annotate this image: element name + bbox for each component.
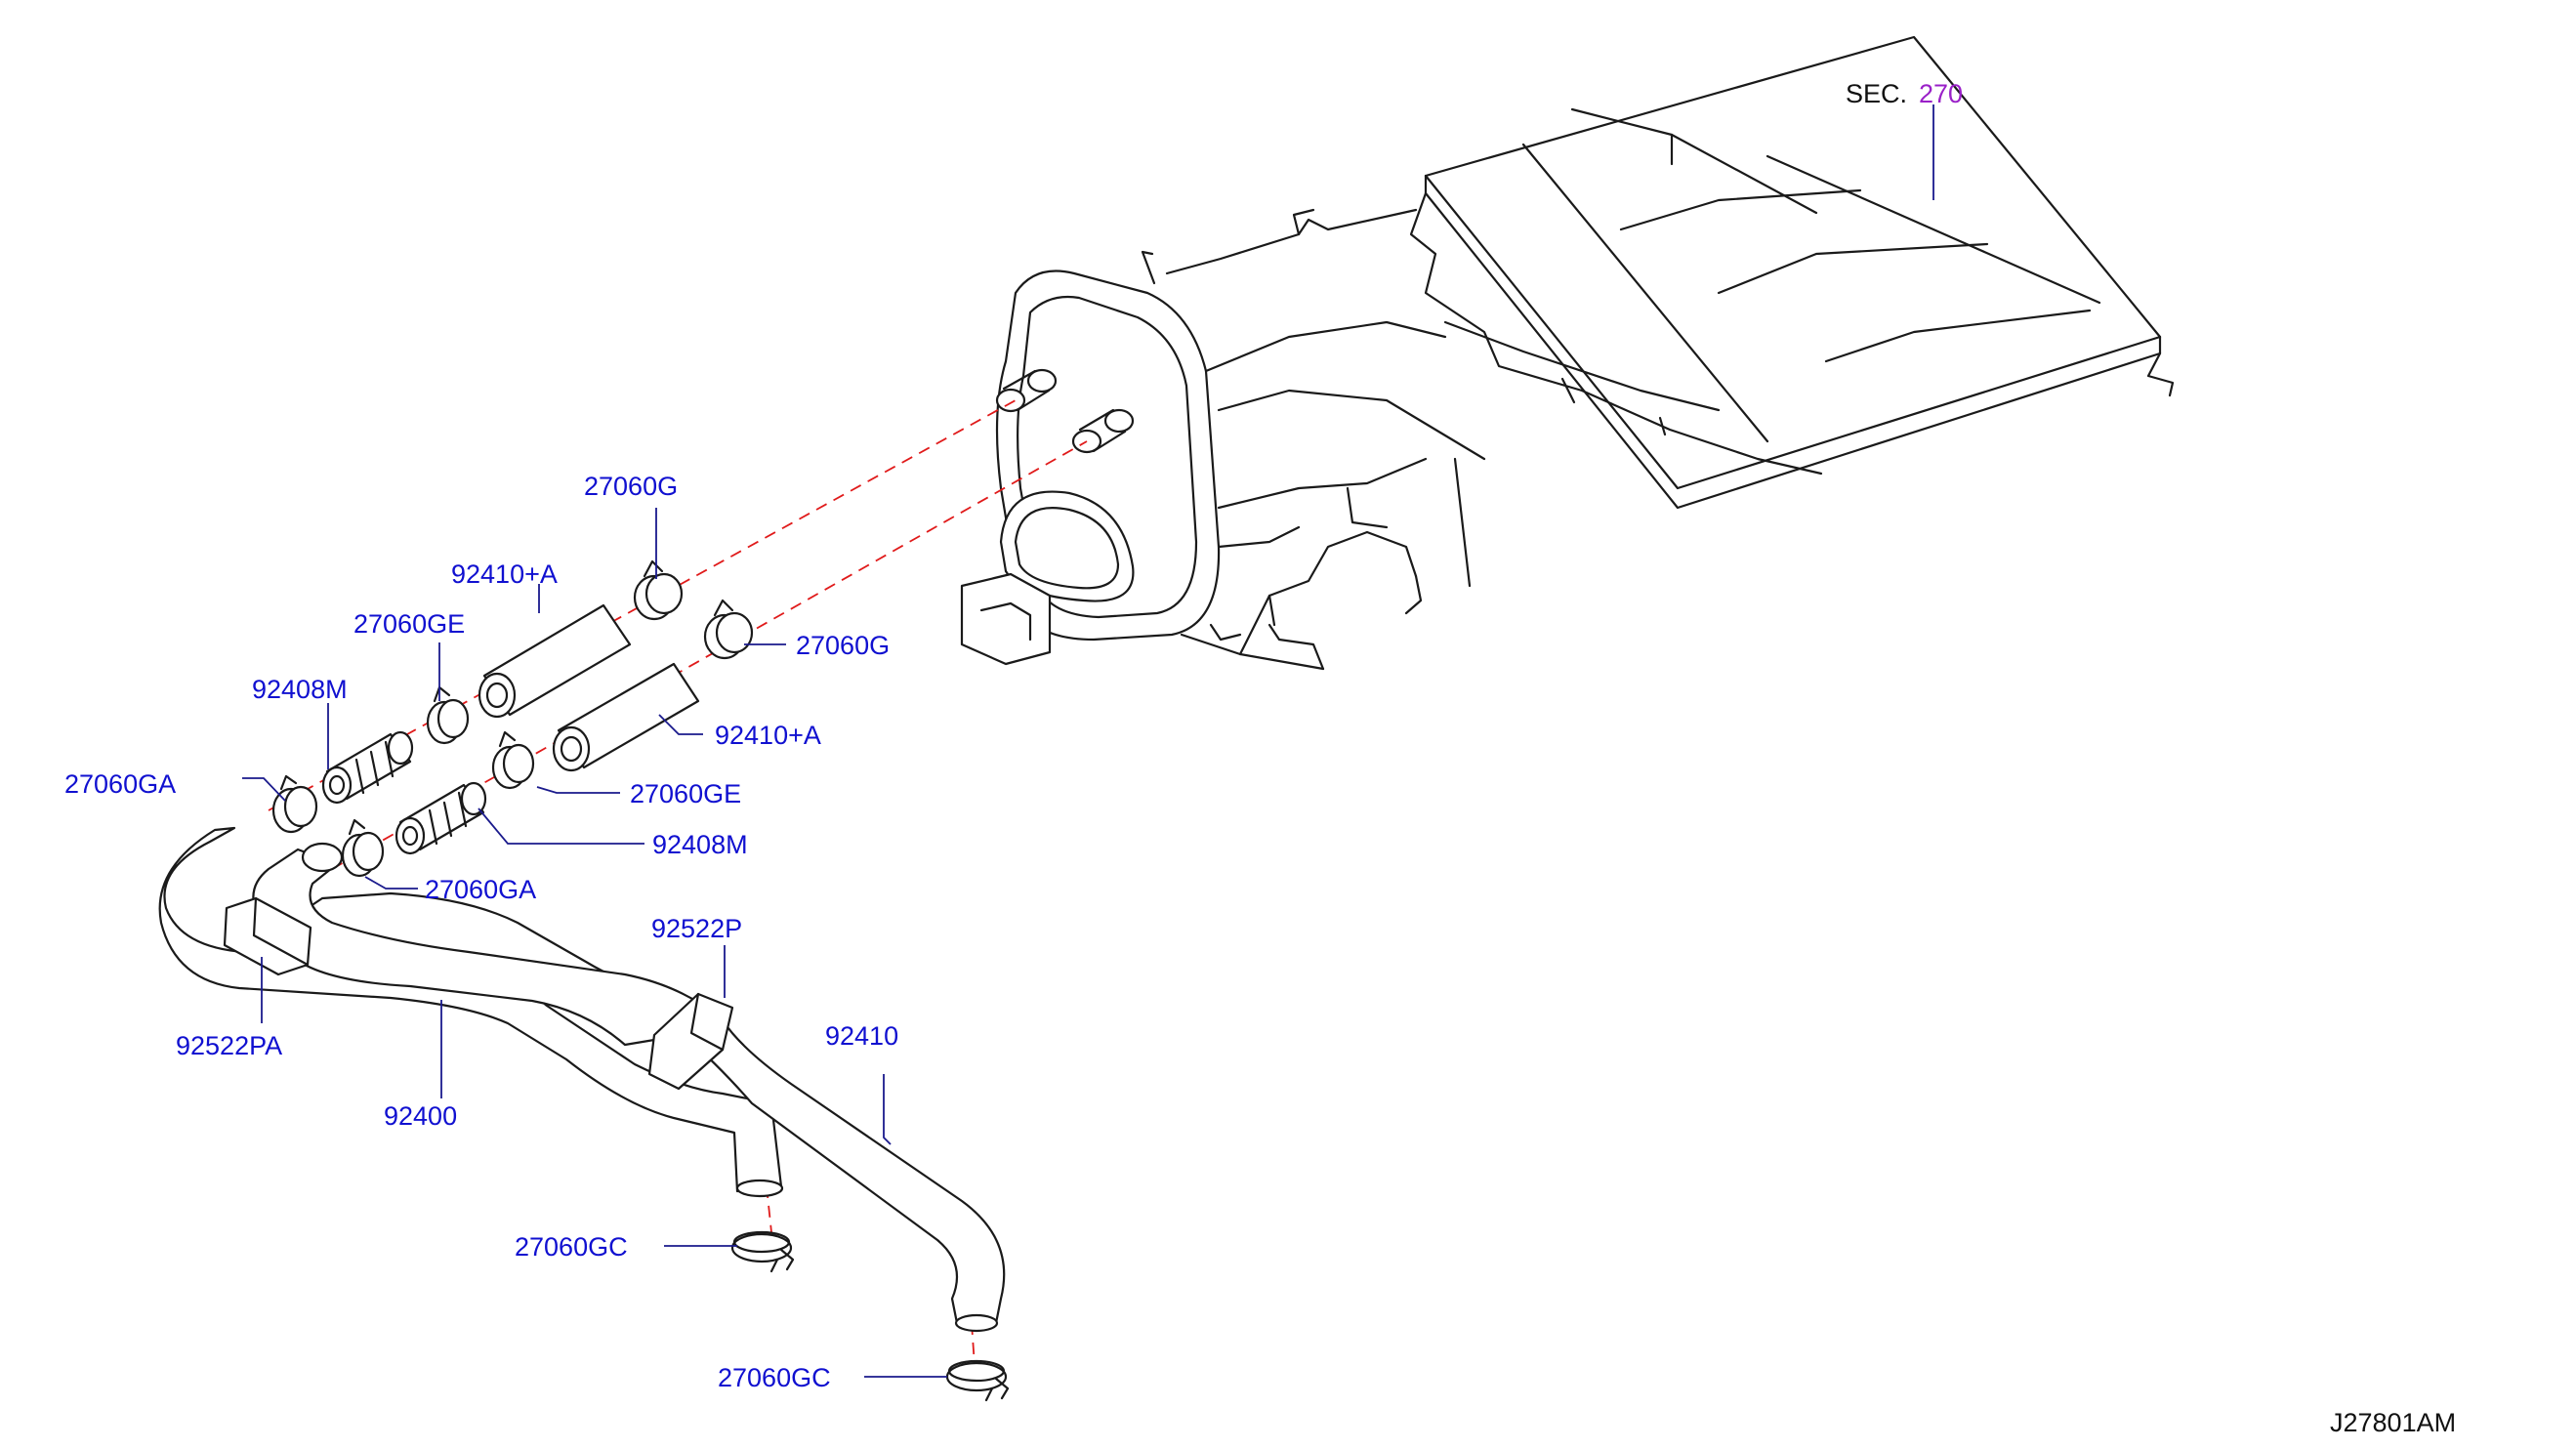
label-clip-upper-right-top[interactable]: 27060G bbox=[584, 472, 678, 501]
section-ref-link[interactable]: 270 bbox=[1919, 79, 1963, 108]
label-clamp-upper-left[interactable]: 27060GE bbox=[353, 609, 465, 639]
label-clamp-far-left-lower[interactable]: 27060GA bbox=[425, 875, 536, 904]
label-pipe-lower[interactable]: 92408M bbox=[652, 830, 748, 859]
label-pipe-upper[interactable]: 92408M bbox=[252, 675, 348, 704]
bracket-left bbox=[223, 896, 312, 976]
pipe-lower bbox=[395, 781, 487, 855]
label-bracket-left[interactable]: 92522PA bbox=[176, 1031, 282, 1060]
labels: SEC. 270 27060G 92410+A 27060GE 92408M 2… bbox=[64, 79, 2456, 1437]
hose-upper-top bbox=[478, 603, 632, 719]
clip-upper-right-lower bbox=[703, 599, 754, 660]
clamp-far-left-upper bbox=[271, 774, 318, 834]
clamp-lower-mid bbox=[491, 730, 535, 790]
label-hose-main-right[interactable]: 92410 bbox=[825, 1021, 898, 1051]
label-hose-main-left[interactable]: 92400 bbox=[384, 1101, 457, 1131]
label-bracket-right[interactable]: 92522P bbox=[651, 914, 742, 943]
label-hose-upper-top[interactable]: 92410+A bbox=[451, 559, 558, 589]
clamp-upper-left bbox=[426, 685, 470, 745]
label-clip-upper-right-lower[interactable]: 27060G bbox=[796, 631, 890, 660]
intake-manifold bbox=[960, 208, 1486, 671]
label-clamp-bottom-right[interactable]: 27060GC bbox=[718, 1363, 831, 1392]
bracket-right bbox=[647, 992, 734, 1091]
label-clamp-lower-mid[interactable]: 27060GE bbox=[630, 779, 741, 808]
hose-upper-lower bbox=[552, 662, 700, 772]
pipe-upper bbox=[321, 730, 414, 805]
air-box-assembly bbox=[1409, 35, 2175, 510]
figure-id: J27801AM bbox=[2330, 1408, 2456, 1437]
label-hose-upper-lower[interactable]: 92410+A bbox=[715, 721, 821, 750]
clamp-bottom-right bbox=[945, 1359, 1010, 1402]
section-prefix-label: SEC. bbox=[1846, 79, 1907, 108]
label-clamp-far-left-upper[interactable]: 27060GA bbox=[64, 769, 176, 799]
hose-main-right bbox=[252, 842, 1006, 1333]
label-clamp-bottom-left[interactable]: 27060GC bbox=[515, 1232, 628, 1262]
leader-lines bbox=[242, 104, 1934, 1378]
clip-upper-right-top bbox=[633, 559, 684, 621]
clamp-bottom-left bbox=[730, 1230, 795, 1273]
clamp-far-left-lower bbox=[341, 818, 385, 878]
